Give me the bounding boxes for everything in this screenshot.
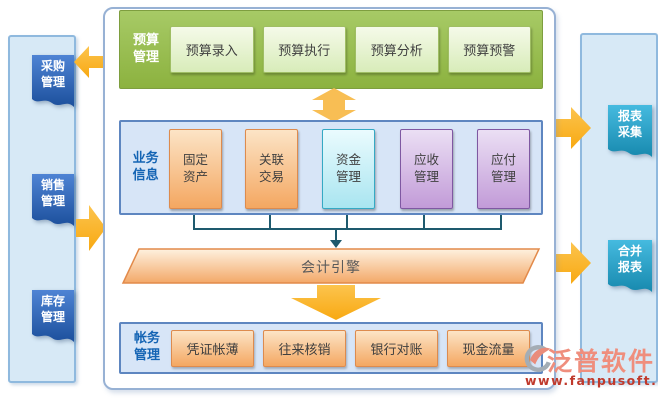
inventory-label: 库存管理 bbox=[40, 294, 65, 324]
budget-analysis-box: 预算分析 bbox=[355, 26, 439, 73]
connector-arrowhead-icon bbox=[330, 240, 342, 248]
report-collection-label: 报表采集 bbox=[617, 109, 642, 139]
brand-name: 泛普软件 bbox=[547, 347, 656, 376]
connector-lines bbox=[193, 215, 502, 248]
budget-management-section: 预算管理 预算录入 预算执行 预算分析 预算预警 bbox=[119, 10, 543, 89]
arrow-right-to-report-collection-icon bbox=[555, 107, 591, 149]
report-collection-ribbon: 报表采集 bbox=[608, 105, 652, 163]
funds-management-box: 资金管理 bbox=[322, 129, 375, 209]
payables-box: 应付管理 bbox=[477, 129, 530, 209]
double-arrow-icon bbox=[312, 88, 356, 122]
voucher-ledger-box: 凭证帐薄 bbox=[171, 329, 254, 367]
accounting-engine-shape bbox=[121, 248, 541, 284]
cash-flow-box: 现金流量 bbox=[447, 329, 530, 367]
brand-website: www.fanpusoft.com bbox=[525, 373, 658, 388]
accounting-engine-label: 会计引擎 bbox=[301, 259, 361, 276]
arrow-right-from-sales-icon bbox=[76, 205, 106, 251]
bank-reconciliation-box: 银行对账 bbox=[355, 329, 438, 367]
logo-mark-icon bbox=[524, 345, 551, 373]
arrow-right-to-consolidated-report-icon bbox=[555, 242, 591, 284]
procurement-ribbon: 采购管理 bbox=[32, 55, 74, 113]
receivables-box: 应收管理 bbox=[400, 129, 453, 209]
left-side-panel: 采购管理 销售管理 库存管理 bbox=[8, 35, 76, 383]
reconciliation-box: 往来核销 bbox=[263, 329, 346, 367]
ribbon-flag-shape bbox=[32, 290, 74, 342]
arrow-left-to-procurement-icon bbox=[74, 46, 106, 78]
business-info-section: 业务信息 固定资产 关联交易 资金管理 应收管理 应付管理 bbox=[119, 120, 543, 215]
consolidated-report-label: 合并报表 bbox=[617, 244, 642, 274]
sales-ribbon: 销售管理 bbox=[32, 174, 74, 232]
brand-logo: 泛普软件 www.fanpusoft.com bbox=[521, 339, 658, 391]
ledger-management-section: 帐务管理 凭证帐薄 往来核销 银行对账 现金流量 bbox=[119, 322, 543, 374]
budget-section-label: 预算管理 bbox=[132, 32, 159, 65]
ribbon-flag-shape bbox=[32, 55, 74, 107]
related-transactions-box: 关联交易 bbox=[245, 129, 298, 209]
budget-alert-box: 预算预警 bbox=[447, 26, 531, 73]
ledger-section-label: 帐务管理 bbox=[133, 331, 160, 363]
budget-execution-box: 预算执行 bbox=[262, 26, 346, 73]
procurement-label: 采购管理 bbox=[40, 59, 65, 89]
ribbon-flag-shape bbox=[608, 105, 652, 157]
arrow-down-to-ledger-icon bbox=[291, 285, 381, 320]
right-side-panel: 报表采集 合并报表 bbox=[580, 33, 658, 383]
ribbon-flag-shape bbox=[608, 240, 652, 292]
consolidated-report-ribbon: 合并报表 bbox=[608, 240, 652, 298]
ribbon-flag-shape bbox=[32, 174, 74, 226]
sales-label: 销售管理 bbox=[40, 178, 65, 208]
inventory-ribbon: 库存管理 bbox=[32, 290, 74, 348]
budget-entry-box: 预算录入 bbox=[170, 26, 254, 73]
fixed-assets-box: 固定资产 bbox=[169, 129, 222, 209]
business-section-label: 业务信息 bbox=[132, 150, 159, 183]
